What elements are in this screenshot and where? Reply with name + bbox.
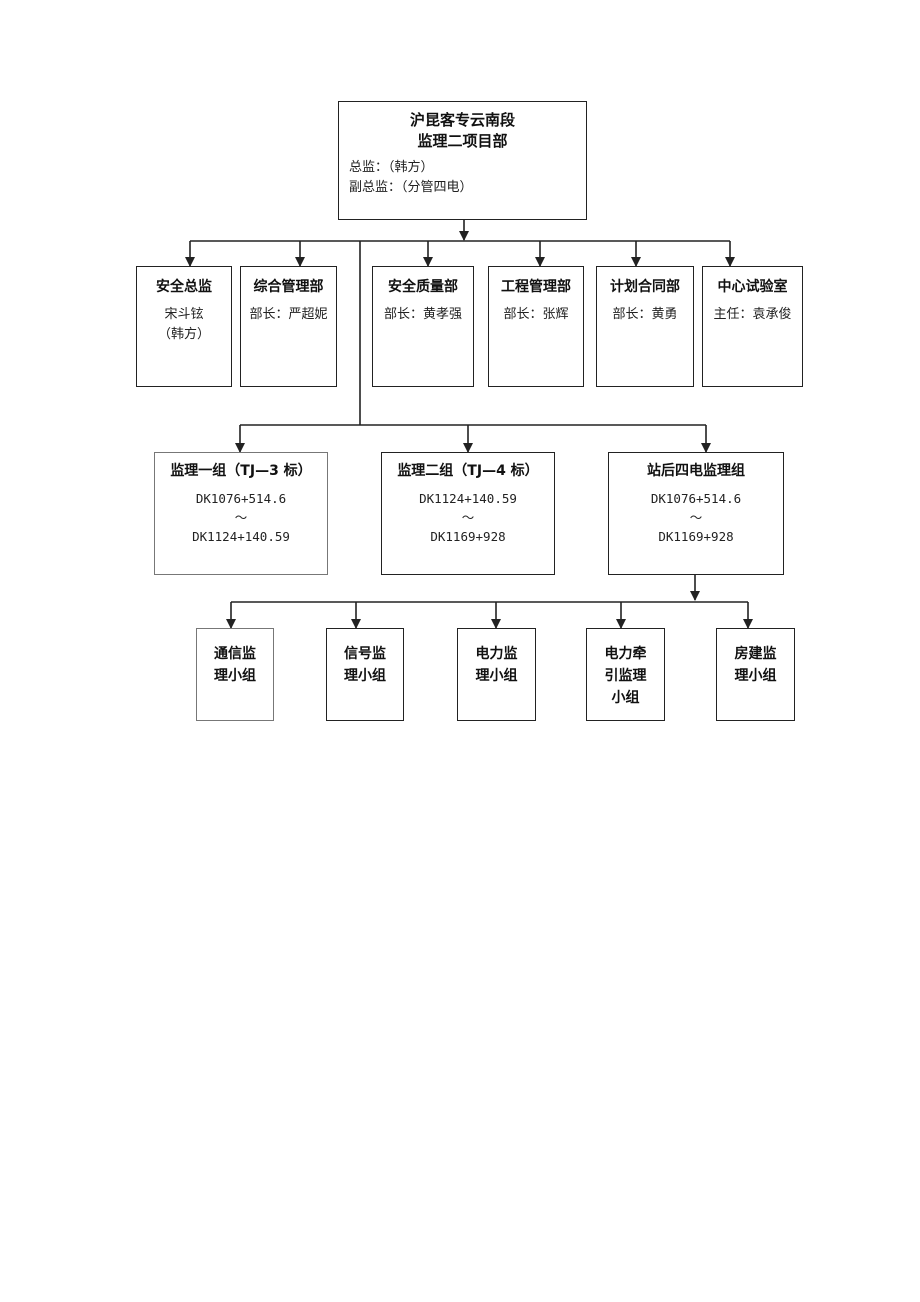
unit-title-line2: 理小组 bbox=[214, 668, 256, 684]
group-title: 监理一组（TJ—3 标） bbox=[170, 463, 312, 479]
group-range-start: DK1076+514.6 bbox=[650, 491, 742, 506]
unit-title-line1: 信号监 bbox=[344, 646, 386, 662]
unit-traction-power: 电力牵 引监理 小组 bbox=[586, 628, 665, 721]
unit-title-line2: 理小组 bbox=[344, 668, 386, 684]
dept-title: 中心试验室 bbox=[717, 279, 788, 295]
dept-head: 主任：袁承俊 bbox=[713, 307, 792, 322]
dept-head: 部长：黄勇 bbox=[612, 307, 678, 322]
dept-head: 部长：严超妮 bbox=[249, 307, 328, 322]
dept-title: 安全质量部 bbox=[388, 279, 458, 295]
group-range-end: DK1169+928 bbox=[430, 529, 506, 544]
dept-head: 部长：黄孝强 bbox=[383, 307, 462, 322]
dept-engineering: 工程管理部 部长：张辉 bbox=[488, 266, 584, 387]
dept-planning-contract: 计划合同部 部长：黄勇 bbox=[596, 266, 694, 387]
dept-title: 综合管理部 bbox=[253, 279, 324, 295]
unit-signal: 信号监 理小组 bbox=[326, 628, 404, 721]
group-range-start: DK1076+514.6 bbox=[195, 491, 287, 506]
dept-general-management: 综合管理部 部长：严超妮 bbox=[240, 266, 337, 387]
dept-safety-director: 安全总监 宋斗铉 （韩方） bbox=[136, 266, 232, 387]
unit-title-line1: 电力牵 bbox=[604, 646, 647, 662]
unit-title-line3: 小组 bbox=[611, 690, 640, 706]
dept-person: 宋斗铉 bbox=[164, 307, 204, 322]
group-range-separator: ～ bbox=[234, 510, 248, 525]
dept-central-lab: 中心试验室 主任：袁承俊 bbox=[702, 266, 803, 387]
unit-title-line1: 房建监 bbox=[734, 646, 777, 662]
group-station-four-electric: 站后四电监理组 DK1076+514.6 ～ DK1169+928 bbox=[608, 452, 784, 575]
group-tj3: 监理一组（TJ—3 标） DK1076+514.6 ～ DK1124+140.5… bbox=[154, 452, 328, 575]
group-range-separator: ～ bbox=[689, 510, 703, 525]
group-range-end: DK1124+140.59 bbox=[192, 529, 290, 544]
deputy-supervisor: 副总监：（分管四电） bbox=[349, 180, 473, 195]
project-title-line1: 沪昆客专云南段 bbox=[409, 111, 515, 129]
dept-safety-quality: 安全质量部 部长：黄孝强 bbox=[372, 266, 474, 387]
dept-head: 部长：张辉 bbox=[503, 307, 569, 322]
unit-power: 电力监 理小组 bbox=[457, 628, 536, 721]
group-tj4: 监理二组（TJ—4 标） DK1124+140.59 ～ DK1169+928 bbox=[381, 452, 555, 575]
chief-supervisor: 总监：（韩方） bbox=[349, 160, 434, 175]
unit-title-line2: 引监理 bbox=[604, 668, 647, 684]
group-range-start: DK1124+140.59 bbox=[419, 491, 517, 506]
group-title: 监理二组（TJ—4 标） bbox=[397, 463, 539, 479]
project-title-line2: 监理二项目部 bbox=[417, 132, 508, 150]
unit-title-line1: 电力监 bbox=[475, 646, 518, 662]
unit-title-line2: 理小组 bbox=[475, 668, 518, 684]
dept-title: 计划合同部 bbox=[610, 279, 680, 295]
unit-building: 房建监 理小组 bbox=[716, 628, 795, 721]
unit-communication: 通信监 理小组 bbox=[196, 628, 274, 721]
group-title: 站后四电监理组 bbox=[647, 463, 745, 479]
unit-title-line1: 通信监 bbox=[214, 646, 256, 662]
dept-person-note: （韩方） bbox=[157, 327, 210, 342]
group-range-separator: ～ bbox=[461, 510, 475, 525]
group-range-end: DK1169+928 bbox=[658, 529, 734, 544]
unit-title-line2: 理小组 bbox=[734, 668, 777, 684]
dept-title: 工程管理部 bbox=[501, 279, 571, 295]
project-department-box: 沪昆客专云南段 监理二项目部 总监：（韩方） 副总监：（分管四电） bbox=[338, 101, 587, 220]
dept-title: 安全总监 bbox=[156, 279, 212, 295]
